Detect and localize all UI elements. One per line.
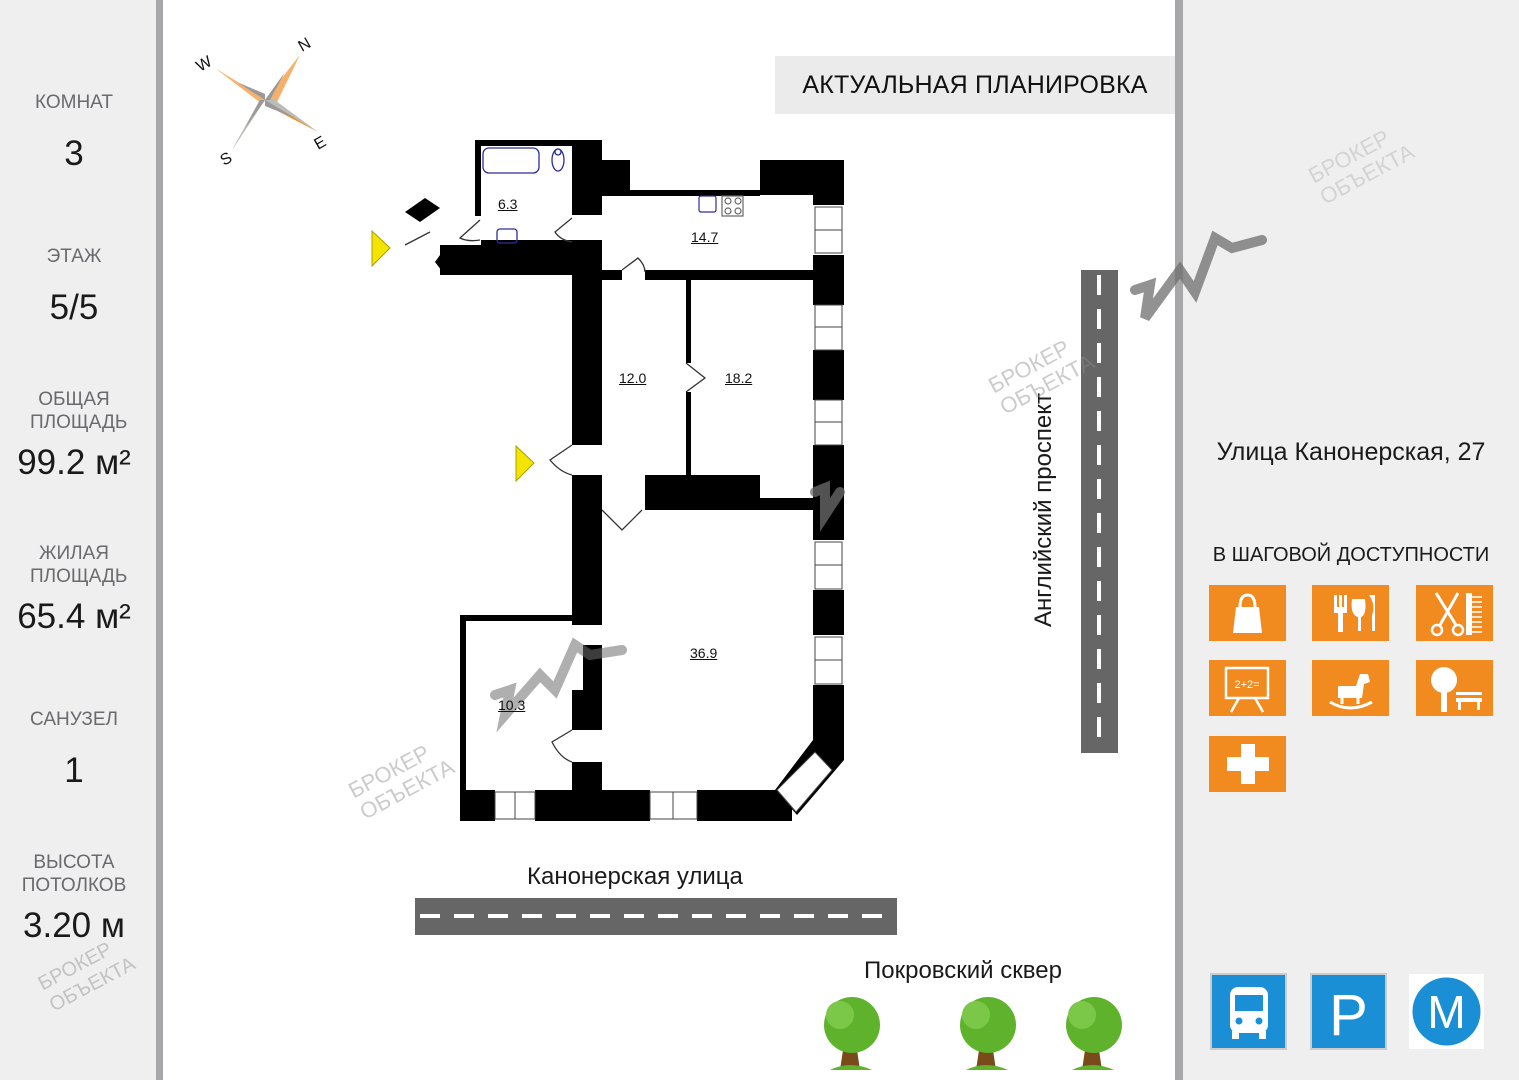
total-area-value: 99.2 м² — [17, 443, 131, 482]
square-label: Покровский сквер — [864, 957, 1062, 984]
watermark-logo-icon — [490, 230, 1267, 733]
layout-title: АКТУАЛЬНАЯ ПЛАНИРОВКА — [775, 56, 1175, 114]
bus-icon — [1210, 973, 1287, 1050]
street-label-right: Английский проспект — [1030, 392, 1057, 628]
medical-icon — [1209, 736, 1286, 792]
total-area-label: ОБЩАЯ ПЛОЩАДЬ — [30, 389, 128, 433]
rooms-label: КОМНАТ — [35, 92, 113, 113]
left-divider — [156, 0, 163, 1080]
walk-distance-title: В ШАГОВОЙ ДОСТУПНОСТИ — [1212, 544, 1490, 566]
metro-icon: M — [1408, 973, 1485, 1050]
windows — [494, 206, 843, 820]
room-area-kitchen: 14.7 — [691, 229, 719, 245]
svg-text:P: P — [1329, 983, 1368, 1048]
svg-text:2+2=: 2+2= — [1234, 679, 1259, 691]
compass-s: S — [218, 149, 236, 169]
school-icon: 2+2= — [1209, 660, 1286, 716]
bathroom-label: САНУЗЕЛ — [30, 709, 118, 730]
shopping-bag-icon — [1209, 585, 1286, 641]
entrance-marker-icon — [371, 229, 391, 268]
kindergarten-icon — [1312, 660, 1389, 716]
tree-icon — [1066, 997, 1122, 1070]
room-area-room-b: 18.2 — [725, 370, 753, 386]
right-divider — [1175, 0, 1183, 1080]
room-area-small-room: 10.3 — [498, 697, 526, 713]
compass-e: E — [312, 133, 330, 153]
tree-icon — [824, 997, 880, 1070]
floor-value: 5/5 — [49, 288, 99, 327]
entrance-marker-icon — [515, 444, 535, 483]
street-label-bottom: Канонерская улица — [527, 863, 743, 890]
road-bottom — [415, 898, 897, 935]
bathroom-fixtures — [482, 147, 565, 244]
walls — [405, 140, 844, 821]
bathroom-value: 1 — [64, 751, 84, 790]
barber-icon — [1416, 585, 1493, 641]
restaurant-icon — [1312, 585, 1389, 641]
road-right — [1081, 270, 1118, 753]
compass-n: N — [296, 35, 315, 56]
living-area-value: 65.4 м² — [17, 597, 131, 636]
ceiling-label: ВЫСОТА ПОТОЛКОВ — [21, 852, 127, 896]
compass-w: W — [194, 53, 216, 76]
rooms-value: 3 — [64, 134, 84, 173]
info-panel — [1183, 0, 1519, 1080]
park-icon — [1416, 660, 1493, 716]
room-area-bathroom: 6.3 — [498, 196, 518, 212]
compass-icon: N S E W — [194, 35, 330, 170]
room-area-living: 36.9 — [690, 645, 718, 661]
kitchen-fixtures — [698, 195, 744, 217]
floor-label: ЭТАЖ — [46, 246, 102, 267]
living-area-label: ЖИЛАЯ ПЛОЩАДЬ — [30, 543, 128, 587]
address: Улица Канонерская, 27 — [1216, 438, 1486, 466]
room-area-room-a: 12.0 — [619, 370, 647, 386]
svg-text:M: M — [1427, 986, 1465, 1038]
tree-icon — [960, 997, 1016, 1070]
parking-icon: P — [1310, 973, 1387, 1050]
ceiling-value: 3.20 м — [23, 906, 125, 945]
stats-panel: КОМНАТ 3 ЭТАЖ 5/5 ОБЩАЯ ПЛОЩАДЬ 99.2 м² … — [0, 0, 156, 1080]
door-swings — [404, 217, 707, 763]
